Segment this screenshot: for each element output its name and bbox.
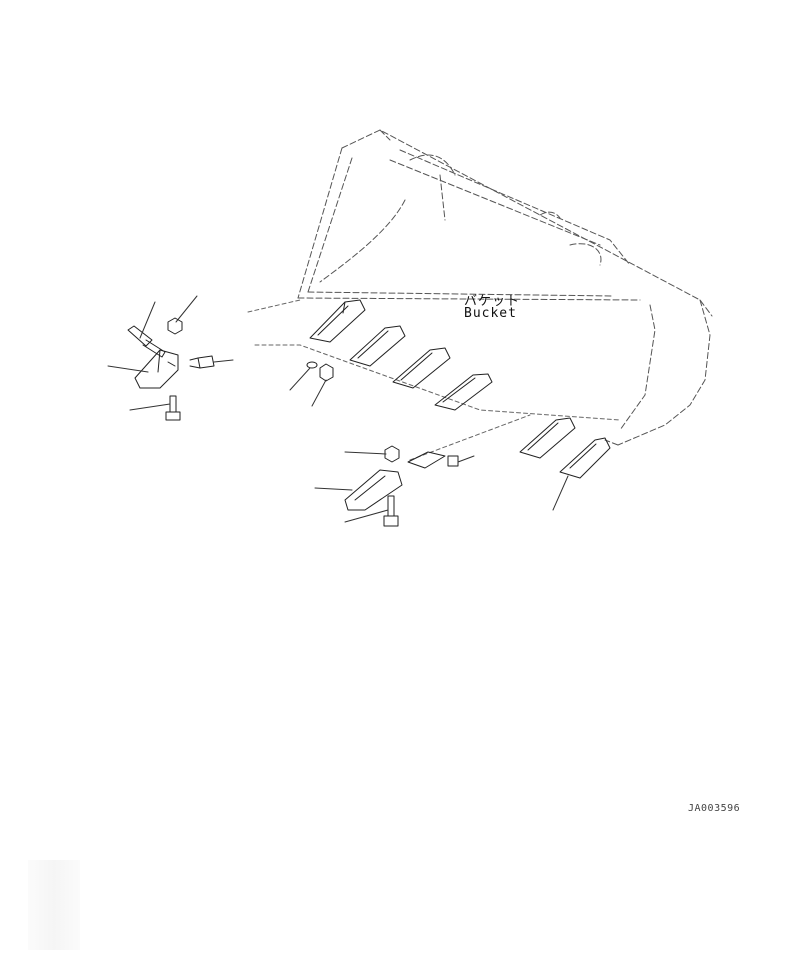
nut-lower xyxy=(384,445,400,463)
nut-center xyxy=(319,363,334,382)
bolt-left-top xyxy=(127,325,166,358)
cutting-edge-line xyxy=(247,299,621,461)
tooth-4 xyxy=(434,373,493,411)
bucket-label-english: Bucket xyxy=(464,306,517,321)
washer-center xyxy=(306,361,318,369)
tooth-5 xyxy=(519,417,576,459)
figure-id: JA003596 xyxy=(688,803,741,814)
scan-artifact xyxy=(28,860,80,950)
bucket-label-japanese: バケット xyxy=(464,294,521,309)
tooth-2 xyxy=(349,325,406,367)
bucket-body-outline xyxy=(297,129,713,446)
tooth-lower xyxy=(344,469,403,511)
tooth-1 xyxy=(309,299,366,343)
callout-leaders xyxy=(107,295,569,523)
tooth-3 xyxy=(392,347,451,389)
adapter-left xyxy=(134,349,179,389)
bolt-left-bottom xyxy=(165,395,181,421)
pin-left xyxy=(189,355,215,369)
pin-lock-lower xyxy=(407,451,459,469)
corner-tooth xyxy=(559,437,611,479)
nut-left-top xyxy=(167,317,183,335)
bolt-lower xyxy=(383,495,399,527)
